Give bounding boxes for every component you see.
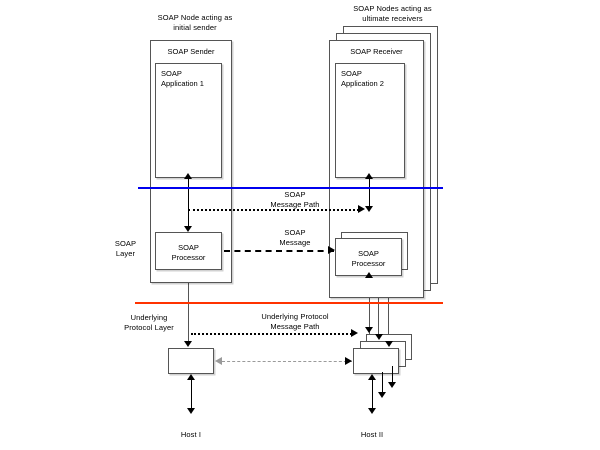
soap-message-path-label: SOAP Message Path <box>270 190 320 209</box>
underlying-protocol-box-right <box>353 348 399 374</box>
right-processor-in-head-down <box>365 206 373 212</box>
right-host-shaft-3 <box>391 366 393 384</box>
receivers-node-title: SOAP Nodes acting as ultimate receivers <box>353 4 432 23</box>
soap-message-path-line <box>188 209 359 211</box>
right-host-head-down-1 <box>368 408 376 414</box>
right-host-head-up-1 <box>368 374 376 380</box>
soap-application-1-label: SOAP Application 1 <box>161 69 204 88</box>
soap-message-path-arrow-head <box>358 205 365 213</box>
left-processor-in-head-down <box>184 226 192 232</box>
right-app-arrow-head-up <box>365 173 373 179</box>
right-app-arrow-shaft <box>368 178 370 208</box>
soap-application-1-box: SOAP Application 1 <box>155 63 222 178</box>
sender-node-title: SOAP Node acting as initial sender <box>157 13 233 32</box>
protocol-return-arrow-head-right <box>345 357 352 365</box>
right-protocol-to-processor-line-1 <box>369 276 370 338</box>
right-host-head-down-2 <box>378 392 386 398</box>
soap-sender-label: SOAP Sender <box>167 47 215 56</box>
right-protocol-down-head-1 <box>365 327 373 333</box>
underlying-protocol-box-left <box>168 348 214 374</box>
left-host-shaft <box>190 378 192 410</box>
soap-message-line <box>224 250 334 252</box>
right-host-shaft-2 <box>381 372 383 394</box>
soap-layer-rule <box>138 187 443 189</box>
protocol-return-arrow-head-left <box>215 357 222 365</box>
protocol-return-line <box>222 361 352 362</box>
soap-processor-right-label: SOAP Processor <box>351 249 386 268</box>
right-protocol-down-head-3 <box>384 341 393 347</box>
underlying-protocol-rule <box>135 302 443 304</box>
underlying-protocol-message-path-label: Underlying Protocol Message Path <box>261 312 329 331</box>
left-app-arrow-shaft <box>187 178 189 208</box>
soap-processor-left-label: SOAP Processor <box>171 243 206 262</box>
host-2-label: Host II <box>360 430 384 439</box>
host-1-label: Host I <box>180 430 202 439</box>
right-host-shaft-1 <box>371 378 373 410</box>
left-protocol-in-head-down <box>184 341 192 347</box>
left-host-head-down <box>187 408 195 414</box>
soap-layer-label: SOAP Layer <box>114 239 137 258</box>
left-processor-in-shaft <box>187 207 189 227</box>
right-processor-up-head-1 <box>365 272 373 278</box>
left-app-arrow-head-up <box>184 173 192 179</box>
soap-message-arrow-head <box>328 246 335 254</box>
left-processor-to-protocol-line <box>188 270 189 342</box>
soap-processor-right-box: SOAP Processor <box>335 238 402 276</box>
right-protocol-down-head-2 <box>374 334 383 340</box>
underlying-protocol-path-line <box>191 333 352 335</box>
soap-application-2-box: SOAP Application 2 <box>335 63 405 178</box>
underlying-protocol-layer-label: Underlying Protocol Layer <box>124 313 174 332</box>
soap-processor-left-box: SOAP Processor <box>155 232 222 270</box>
right-protocol-to-processor-line-3 <box>388 262 389 350</box>
soap-application-2-label: SOAP Application 2 <box>341 69 384 88</box>
right-host-head-down-3 <box>388 382 396 388</box>
soap-message-label: SOAP Message <box>279 228 311 247</box>
soap-receiver-label: SOAP Receiver <box>350 47 403 56</box>
left-host-head-up <box>187 374 195 380</box>
underlying-protocol-path-arrow-head <box>351 329 358 337</box>
